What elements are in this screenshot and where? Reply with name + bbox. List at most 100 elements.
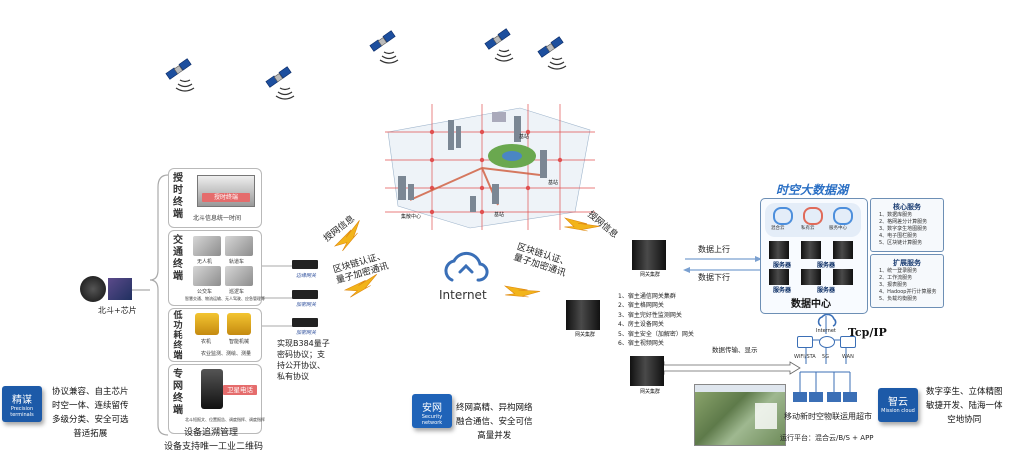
gateway-label: 加密网关	[296, 330, 317, 336]
tractor-image	[195, 313, 219, 335]
platform-run: 运行平台：混合云/B/S + APP	[780, 434, 874, 442]
gateway-note: 实现B384量子 密码协议；支 持公开协议、 私有协议	[277, 339, 330, 381]
city-label: 基站	[519, 134, 530, 140]
wifi-icon	[797, 336, 813, 348]
server-label: 服务器	[773, 287, 792, 294]
beidou-chip-icon	[80, 276, 106, 302]
internet-label: Internet	[439, 288, 487, 302]
chip-board-icon	[108, 278, 132, 300]
lake-title: 时空大数据湖	[776, 183, 849, 197]
city-label: 基站	[494, 212, 505, 218]
ext-item: 4、Hadoop并行计算服务	[879, 289, 937, 295]
server-label: 服务器	[817, 262, 836, 269]
ext-item: 1、统一登录服务	[879, 268, 918, 274]
machine-image	[227, 313, 251, 335]
server-icon	[833, 241, 853, 259]
gateway-device	[292, 260, 318, 269]
core-item: 2、格网差分计算服务	[879, 219, 928, 225]
gateway-cluster-icon	[632, 240, 666, 270]
low-power-caption: 农业监测、测绘、测量	[201, 351, 252, 357]
tag-subtitle: Precision terminals	[10, 406, 34, 418]
bus-image	[193, 266, 221, 286]
cluster-list: 1、宿主通信网关集群 2、宿主格网网关 3、宿主完好性监测网关 4、房主设备网关…	[618, 292, 694, 348]
private-cloud-icon	[803, 207, 823, 225]
client-icon	[809, 392, 823, 402]
tag-subtitle: Mission cloud	[881, 408, 915, 414]
cluster-label: 网关集群	[640, 389, 661, 395]
rail-car-image	[225, 236, 253, 256]
group-title: 专网终端	[173, 369, 183, 416]
server-label: 服务器	[817, 287, 836, 294]
item-label: 巡逻车	[229, 289, 245, 295]
list-item: 1、宿主通信网关集群	[618, 293, 676, 300]
platform-title: 移动新时空物联运用超市	[784, 412, 872, 421]
wan-label: WAN	[842, 354, 854, 360]
intranet-tag: 安网 Security network	[412, 394, 452, 428]
item-label: 轨道车	[229, 259, 245, 265]
server-icon	[801, 241, 821, 259]
city-label: 基站	[548, 180, 559, 186]
core-services-box: 核心服务 1、数据库服务 2、格网差分计算服务 3、数字孪生地图服务 4、电子围…	[870, 198, 944, 252]
internet-small-icon	[817, 314, 837, 327]
traffic-caption: 智慧交通、物流运输、无人驾驶、应急管理等	[185, 296, 265, 301]
intranet-desc: 终网高精、异构网络 融合通信、安全可信 高量并发	[456, 403, 533, 441]
core-item: 4、电子围栏服务	[879, 233, 918, 239]
gateway-cluster-icon	[566, 300, 600, 330]
satellite-icon	[265, 66, 295, 100]
cloud-label: 服务中心	[829, 226, 847, 231]
server-icon	[833, 269, 853, 285]
cloud-tag: 智云 Mission cloud	[878, 388, 918, 422]
satellite-icon	[165, 58, 195, 92]
timing-device-image: 授时终端	[197, 175, 255, 207]
special-terminal-group: 专网终端 卫星电话 北斗短报文、位置报告、调度指挥、调度指挥	[168, 364, 265, 434]
city-label: 集散中心	[401, 214, 422, 220]
chip-label: 北斗+芯片	[98, 306, 137, 315]
ext-title: 扩展服务	[893, 259, 921, 267]
server-label: 服务器	[773, 262, 792, 269]
device-label: 授时终端	[202, 193, 250, 202]
map-screenshot	[694, 384, 786, 446]
traffic-terminal-group: 交通终端 无人机 轨道车 公交车 巡逻车 智慧交通、物流运输、无人驾驶、应急管理…	[168, 230, 265, 306]
precise-tag: 精谋 Precision terminals	[2, 386, 42, 422]
hybrid-cloud-icon	[773, 207, 793, 225]
server-icon	[801, 269, 821, 285]
uplink-label: 数据上行	[698, 245, 730, 254]
device-label: 卫星电话	[223, 385, 257, 395]
data-center-label: 数据中心	[791, 299, 831, 310]
qr-label: 设备支持唯一工业二维码	[164, 442, 264, 452]
timing-terminal-group: 授时终端 授时终端 北斗信息统一时间	[168, 168, 262, 228]
special-caption: 北斗短报文、位置报告、调度指挥、调度指挥	[185, 417, 265, 422]
cloud-label: 混合云	[771, 226, 785, 231]
item-label: 农机	[201, 339, 212, 345]
precise-desc: 协议兼容、自主芯片 时空一体、连续留传 多级分类、安全可选 普适拓展	[52, 387, 129, 439]
list-item: 6、宿主视频网关	[618, 340, 664, 348]
group-title: 交通终端	[173, 235, 183, 282]
wifi-label: WIFI/STA	[794, 354, 816, 360]
cluster-label: 网关集群	[575, 332, 596, 338]
cluster-label: 网关集群	[640, 272, 661, 278]
item-label: 公交车	[197, 289, 213, 295]
client-icon	[827, 392, 841, 402]
list-item: 5、宿主安全（加解密）网关	[618, 330, 694, 338]
list-item: 4、房主设备网关	[618, 321, 664, 329]
client-icon	[843, 392, 857, 402]
item-label: 无人机	[197, 259, 213, 265]
client-icon	[793, 392, 807, 402]
core-item: 1、数据库服务	[879, 212, 913, 218]
5g-label: 5G	[822, 354, 830, 360]
transfer-label: 数据传输、显示	[712, 346, 758, 354]
server-icon	[769, 241, 789, 259]
downlink-label: 数据下行	[698, 273, 730, 282]
list-item: 3、宿主完好性监测网关	[618, 311, 682, 319]
transfer-arrow	[653, 361, 801, 375]
service-center-icon	[833, 207, 853, 225]
server-icon	[769, 269, 789, 285]
core-title: 核心服务	[893, 203, 921, 211]
tag-title: 智云	[888, 397, 908, 408]
core-item: 5、区块链计算服务	[879, 240, 923, 246]
cloud-desc: 数字孪生、立体精图 敏捷开发、陆海一体 空地协同	[926, 387, 1003, 425]
satellite-icon	[537, 36, 567, 70]
satellite-phone-image	[201, 369, 223, 409]
tcpip-label: Tcp/IP	[848, 326, 887, 339]
